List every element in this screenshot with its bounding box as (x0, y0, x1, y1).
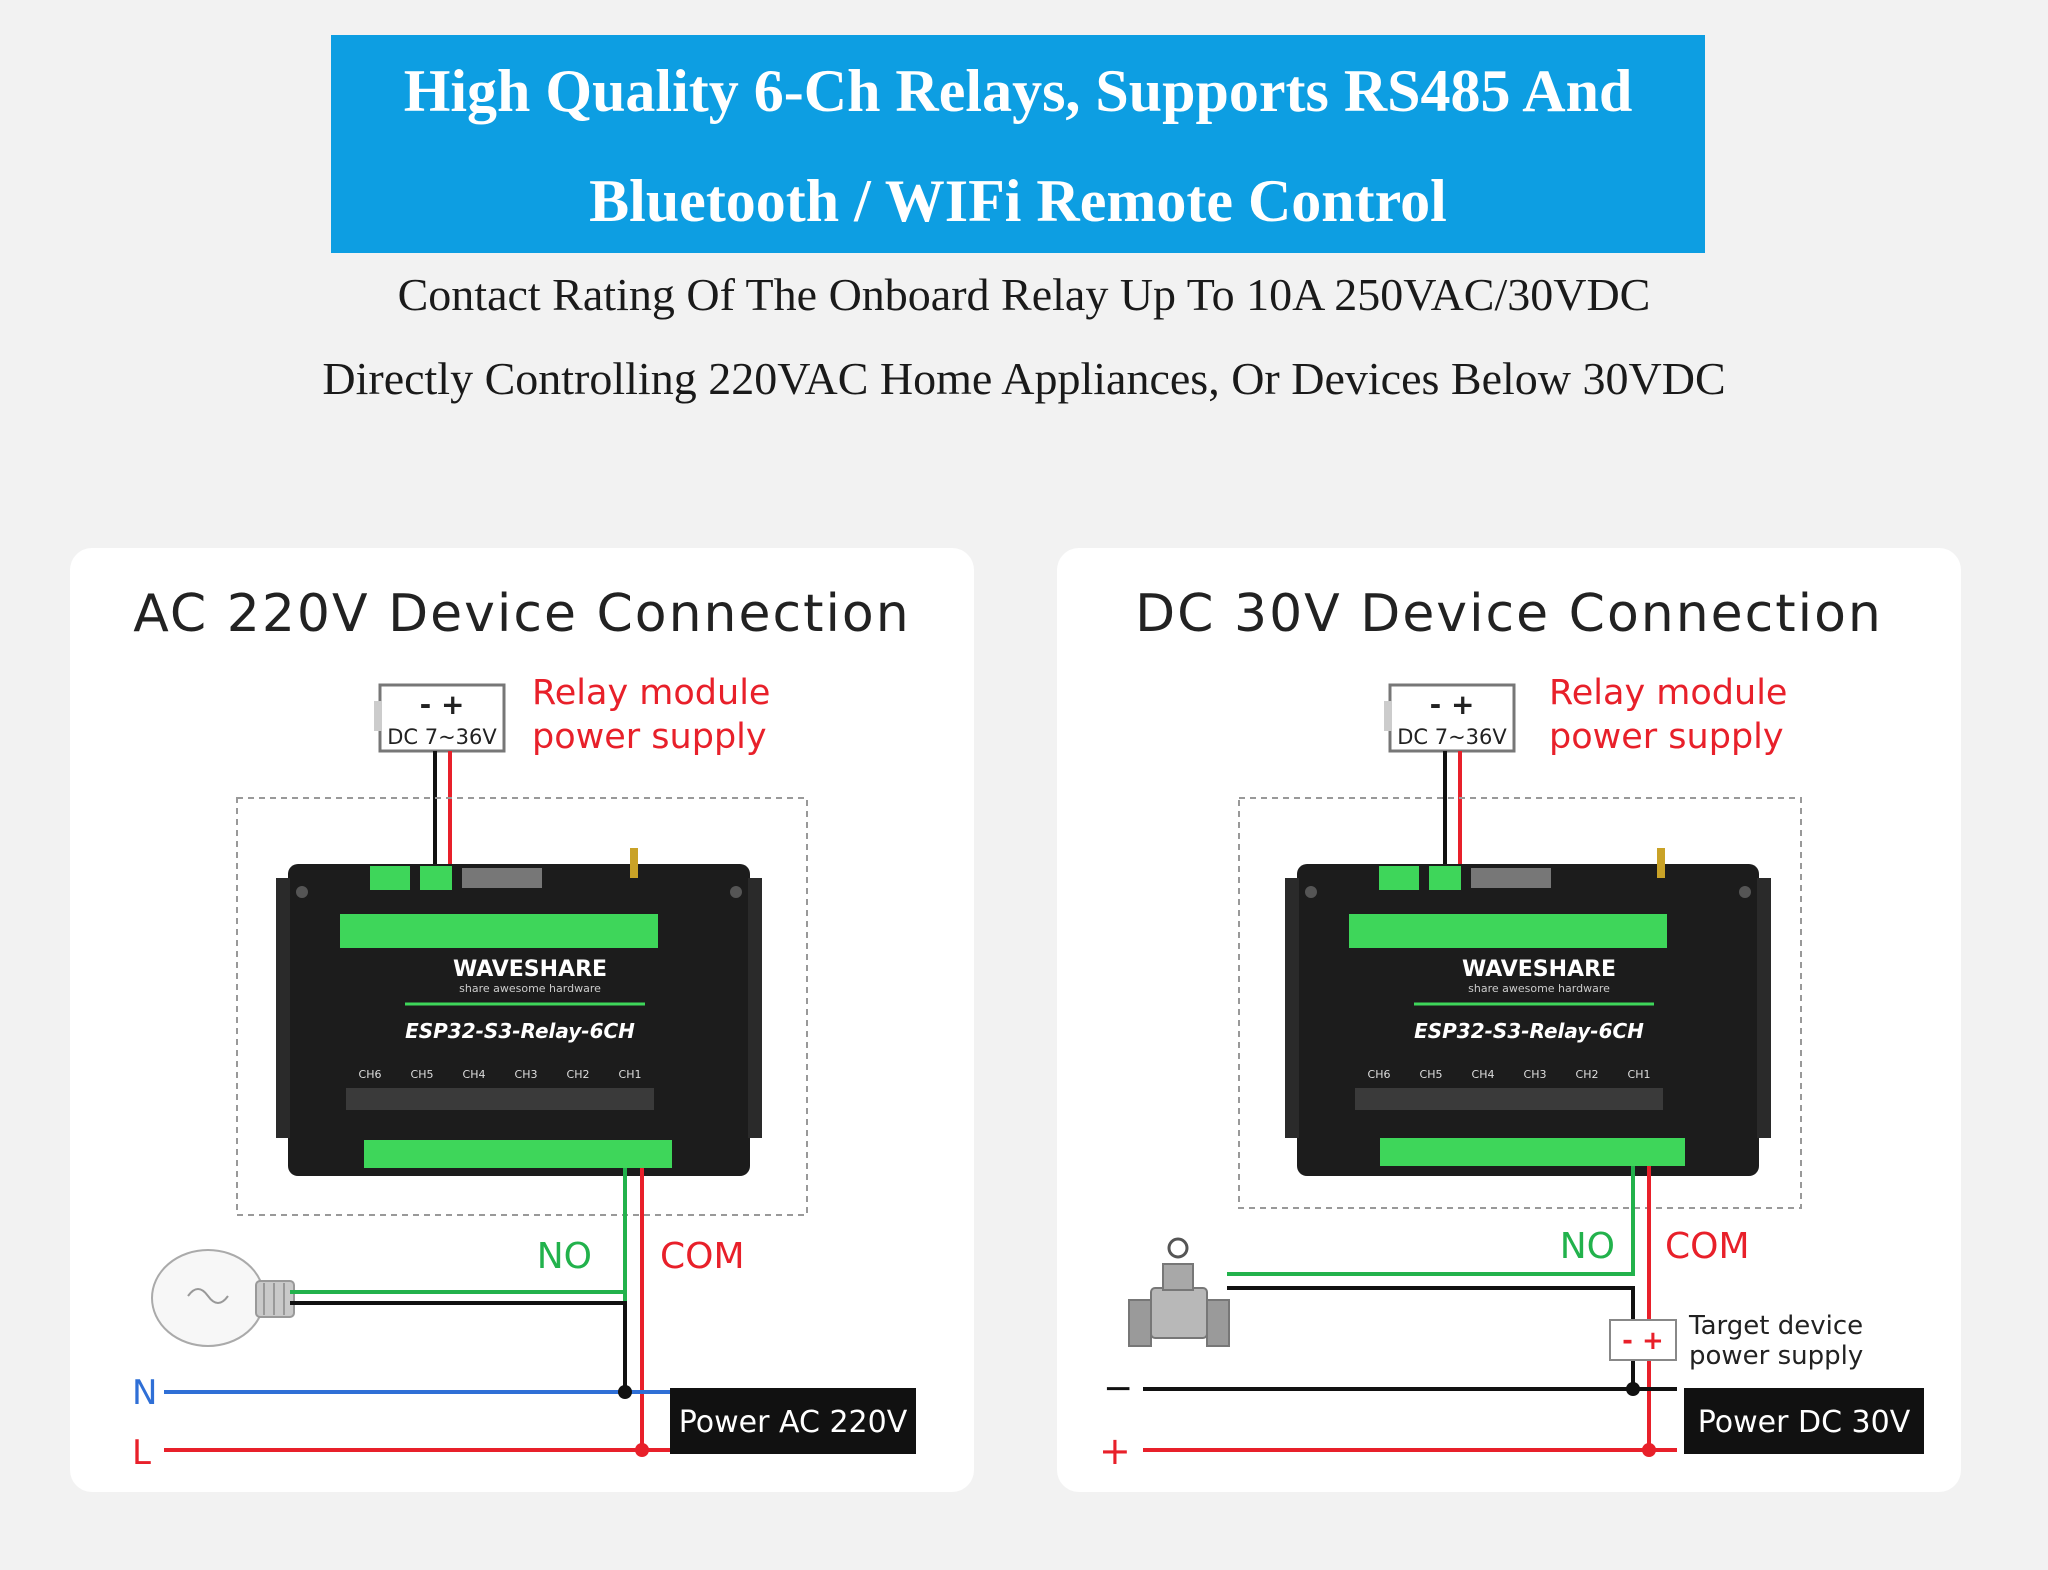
dc-module-model: ESP32-S3-Relay-6CH (1414, 1019, 1644, 1043)
ac-psu-label-1: Relay module (532, 673, 770, 713)
ac-power-box (670, 1388, 916, 1454)
ac-top-terminals (340, 914, 658, 948)
banner-title-line-1: High Quality 6-Ch Relays, Supports RS485… (403, 58, 1633, 124)
dc-target-psu-box (1609, 1319, 1677, 1361)
dc-ch2-label: CH2 (1576, 1068, 1599, 1081)
dc-target-label-2: power supply (1689, 1341, 1863, 1371)
subtitle-line-1: Contact Rating Of The Onboard Relay Up T… (397, 269, 1651, 320)
dc-wiring-diagram: - + DC 7~36V Relay module power supply W… (1099, 673, 1924, 1473)
dc-module-brand: WAVESHARE (1462, 957, 1616, 982)
ac-ch4-label: CH4 (463, 1068, 486, 1081)
ac-psu-tab (374, 701, 382, 731)
ac-l-junction (635, 1443, 649, 1457)
dc-relay-module: WAVESHARE share awesome hardware ESP32-S… (1285, 848, 1771, 1176)
ac-l-label: L (132, 1433, 151, 1473)
ac-panel-title: AC 220V Device Connection (133, 584, 911, 644)
ac-psu-label-2: power supply (532, 717, 767, 757)
ac-module-tagline: share awesome hardware (459, 982, 601, 995)
header-banner: High Quality 6-Ch Relays, Supports RS485… (331, 35, 1705, 253)
dc-top-terminals (1349, 914, 1667, 948)
ac-power-label: Power AC 220V (679, 1405, 908, 1440)
dc-plus-junction (1642, 1443, 1656, 1457)
dc-connection-panel: DC 30V Device Connection - + DC 7~36V Re… (1057, 548, 1961, 1492)
dc-ch3-label: CH3 (1524, 1068, 1547, 1081)
dc-psu-label-2: power supply (1549, 717, 1784, 757)
ac-ch5-label: CH5 (411, 1068, 434, 1081)
ac-ch1-label: CH1 (619, 1068, 642, 1081)
dc-no-label: NO (1560, 1226, 1615, 1267)
dc-psu-tab (1384, 701, 1392, 731)
dc-ch5-label: CH5 (1420, 1068, 1443, 1081)
ac-ch6-label: CH6 (359, 1068, 382, 1081)
dc-ch1-label: CH1 (1628, 1068, 1651, 1081)
ac-module-model: ESP32-S3-Relay-6CH (405, 1019, 635, 1043)
ac-ch2-label: CH2 (567, 1068, 590, 1081)
dc-power-label: Power DC 30V (1698, 1405, 1911, 1440)
dc-valve-wire-green (1227, 1166, 1635, 1276)
ac-relay-module: WAVESHARE share awesome hardware ESP32-S… (276, 848, 762, 1176)
ac-n-junction (618, 1385, 632, 1399)
dc-ch4-label: CH4 (1472, 1068, 1495, 1081)
ac-no-label: NO (537, 1236, 592, 1277)
ac-com-label: COM (660, 1236, 745, 1277)
dc-module-tagline: share awesome hardware (1468, 982, 1610, 995)
dc-ch6-label: CH6 (1368, 1068, 1391, 1081)
ac-bulb-wire-black (290, 1301, 627, 1392)
dc-enclosure-outline (1238, 797, 1802, 1209)
dc-target-polarity: - + (1622, 1326, 1664, 1356)
dc-target-label-1: Target device (1688, 1311, 1863, 1341)
dc-psu-voltage: DC 7~36V (1397, 725, 1507, 749)
dc-psu-box (1388, 683, 1516, 753)
ac-bottom-terminals (364, 1140, 672, 1168)
ac-psu-voltage: DC 7~36V (387, 725, 497, 749)
ac-enclosure-outline (236, 797, 808, 1216)
dc-minus-label: − (1103, 1368, 1133, 1409)
dc-plus-label: + (1099, 1429, 1131, 1473)
dc-panel-title: DC 30V Device Connection (1135, 584, 1883, 644)
ac-bulb-wire-green (290, 1168, 627, 1294)
solenoid-valve-icon (1128, 1237, 1230, 1347)
ac-wiring-diagram: - + DC 7~36V Relay module power supply W… (132, 673, 916, 1473)
subtitle-line-2: Directly Controlling 220VAC Home Applian… (322, 353, 1726, 404)
dc-psu-label-1: Relay module (1549, 673, 1787, 713)
ac-module-brand: WAVESHARE (453, 957, 607, 982)
dc-valve-wire-black (1227, 1286, 1635, 1392)
dc-com-label: COM (1665, 1226, 1750, 1267)
ac-psu-box (378, 683, 506, 753)
dc-minus-junction (1626, 1382, 1640, 1396)
dc-psu-polarity: - + (1430, 688, 1475, 721)
dc-power-box (1684, 1388, 1924, 1454)
ac-n-label: N (132, 1373, 157, 1413)
ac-psu-polarity: - + (420, 688, 465, 721)
ac-ch3-label: CH3 (515, 1068, 538, 1081)
dc-bottom-terminals (1380, 1138, 1685, 1166)
light-bulb-icon (151, 1249, 295, 1347)
ac-connection-panel: AC 220V Device Connection - + DC 7~36V R… (70, 548, 974, 1492)
banner-title-line-2: Bluetooth / WIFi Remote Control (589, 168, 1447, 234)
